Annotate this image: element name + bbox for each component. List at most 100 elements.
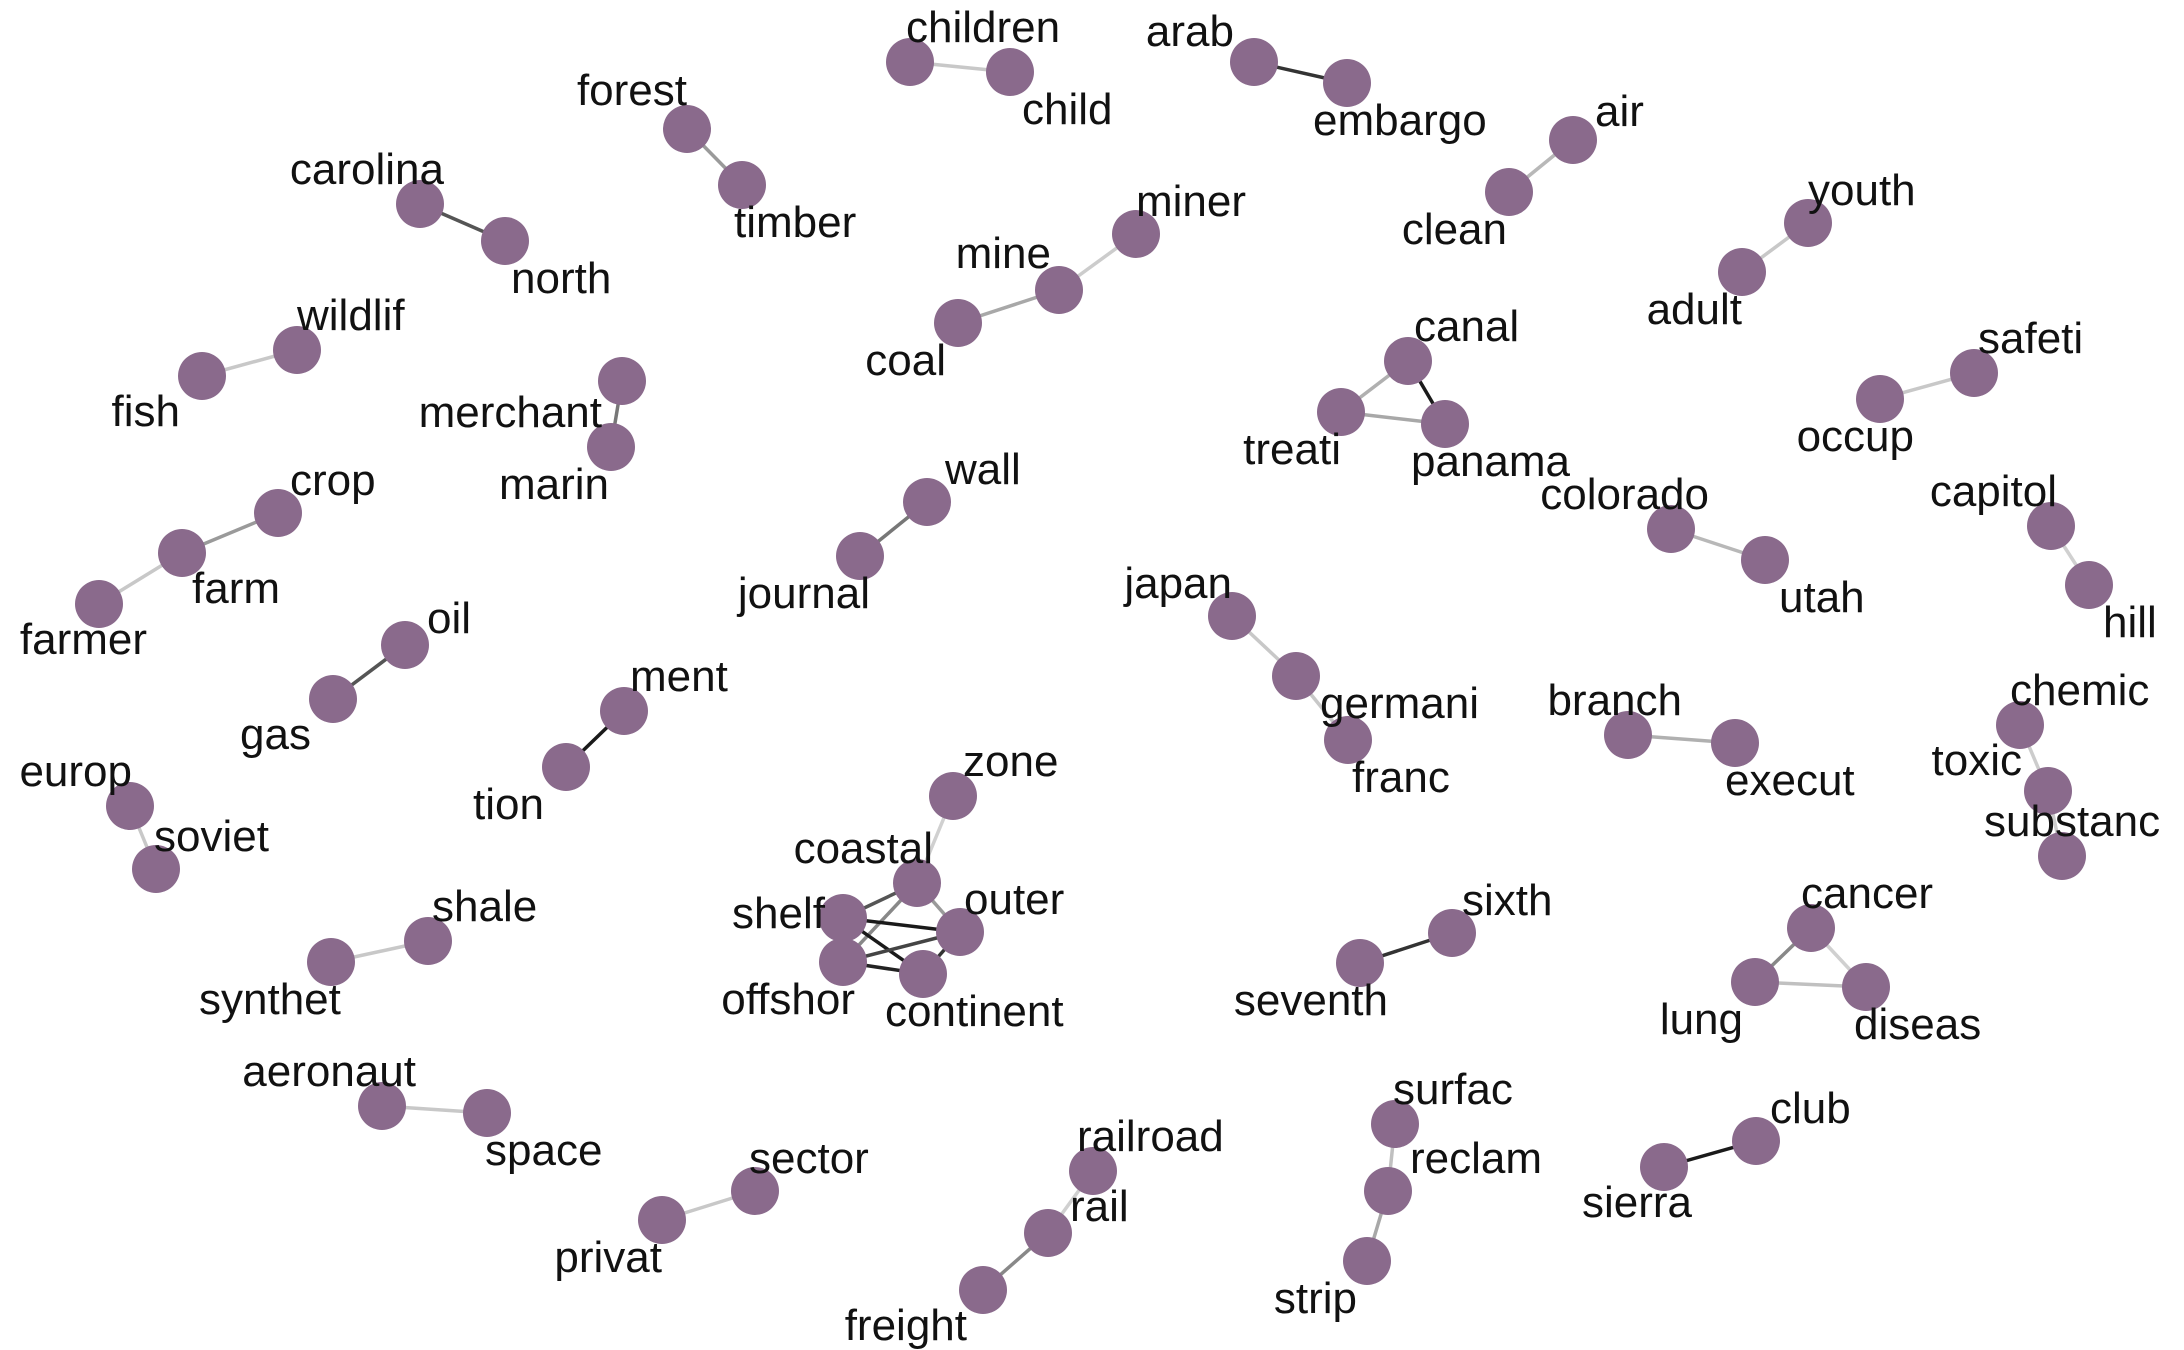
node-label-safeti: safeti [1978, 314, 2083, 363]
node-strip [1343, 1237, 1391, 1285]
node-label-coal: coal [865, 336, 946, 385]
node-germani [1272, 652, 1320, 700]
node-branch [1604, 711, 1652, 759]
node-label-seventh: seventh [1234, 976, 1388, 1025]
node-embargo [1323, 59, 1371, 107]
node-hill [2065, 561, 2113, 609]
node-label-oil: oil [427, 594, 471, 643]
node-label-sixth: sixth [1462, 876, 1552, 925]
node-label-space: space [485, 1126, 602, 1175]
node-privat [638, 1196, 686, 1244]
node-space [463, 1089, 511, 1137]
node-crop [254, 489, 302, 537]
node-sierra [1640, 1143, 1688, 1191]
node-shale [404, 917, 452, 965]
node-japan [1208, 592, 1256, 640]
node-outer [936, 908, 984, 956]
node-label-chemic: chemic [2010, 666, 2149, 715]
node-label-embargo: embargo [1313, 96, 1487, 145]
node-label-treati: treati [1243, 425, 1341, 474]
node-label-reclam: reclam [1410, 1134, 1542, 1183]
node-label-adult: adult [1647, 285, 1742, 334]
node-label-shelf: shelf [732, 889, 826, 938]
node-label-child: child [1022, 85, 1113, 134]
node-label-execut: execut [1725, 756, 1855, 805]
node-zone [929, 772, 977, 820]
node-north [481, 217, 529, 265]
node-adult [1718, 248, 1766, 296]
node-label-zone: zone [963, 737, 1058, 786]
node-club [1732, 1117, 1780, 1165]
node-wall [903, 478, 951, 526]
node-carolina [396, 180, 444, 228]
node-label-crop: crop [290, 456, 376, 505]
node-label-offshor: offshor [721, 975, 855, 1024]
node-label-fish: fish [112, 387, 180, 436]
node-label-tion: tion [473, 780, 544, 829]
node-continent [899, 950, 947, 998]
node-oil [381, 621, 429, 669]
node-synthet [307, 938, 355, 986]
node-forest [663, 105, 711, 153]
node-label-cancer: cancer [1801, 869, 1933, 918]
node-treati [1317, 388, 1365, 436]
node-label-japan: japan [1122, 559, 1232, 608]
node-occup [1856, 375, 1904, 423]
node-mine [1035, 266, 1083, 314]
node-label-rail: rail [1070, 1182, 1129, 1231]
node-canal [1384, 337, 1432, 385]
node-label-ment: ment [630, 652, 728, 701]
node-children [886, 38, 934, 86]
node-label-arab: arab [1146, 7, 1234, 56]
node-label-freight: freight [845, 1301, 967, 1350]
node-label-europ: europ [19, 747, 132, 796]
node-reclam [1364, 1167, 1412, 1215]
node-gas [309, 675, 357, 723]
node-label-hill: hill [2103, 598, 2157, 647]
node-safeti [1950, 349, 1998, 397]
node-label-surfac: surfac [1393, 1065, 1513, 1114]
node-marin [587, 423, 635, 471]
node-freight [959, 1266, 1007, 1314]
node-label-wildlif: wildlif [296, 291, 405, 340]
node-offshor [819, 938, 867, 986]
node-label-miner: miner [1136, 177, 1246, 226]
node-label-forest: forest [577, 66, 687, 115]
node-label-lung: lung [1660, 995, 1743, 1044]
nodes-layer [75, 38, 2113, 1314]
node-label-strip: strip [1274, 1274, 1357, 1323]
node-label-clean: clean [1402, 205, 1507, 254]
node-wildlif [273, 326, 321, 374]
node-label-colorado: colorado [1540, 470, 1709, 519]
node-miner [1112, 210, 1160, 258]
node-label-merchant: merchant [419, 388, 602, 437]
node-label-air: air [1595, 87, 1644, 136]
node-sector [731, 1167, 779, 1215]
node-youth [1784, 199, 1832, 247]
node-child [986, 48, 1034, 96]
node-chemic [1996, 701, 2044, 749]
node-label-coastal: coastal [794, 824, 933, 873]
node-europ [106, 782, 154, 830]
node-label-north: north [511, 254, 611, 303]
node-label-canal: canal [1414, 302, 1519, 351]
node-coastal [893, 859, 941, 907]
node-journal [836, 532, 884, 580]
node-toxic [2024, 767, 2072, 815]
node-colorado [1647, 505, 1695, 553]
node-label-shale: shale [432, 882, 537, 931]
node-shelf [819, 894, 867, 942]
node-farmer [75, 580, 123, 628]
node-label-youth: youth [1808, 166, 1916, 215]
node-surfac [1371, 1100, 1419, 1148]
node-merchant [598, 357, 646, 405]
node-label-journal: journal [736, 569, 870, 618]
node-clean [1485, 168, 1533, 216]
node-air [1549, 116, 1597, 164]
node-cancer [1787, 904, 1835, 952]
node-sixth [1428, 909, 1476, 957]
node-label-synthet: synthet [199, 975, 341, 1024]
node-label-sierra: sierra [1582, 1178, 1693, 1227]
node-label-railroad: railroad [1077, 1112, 1224, 1161]
